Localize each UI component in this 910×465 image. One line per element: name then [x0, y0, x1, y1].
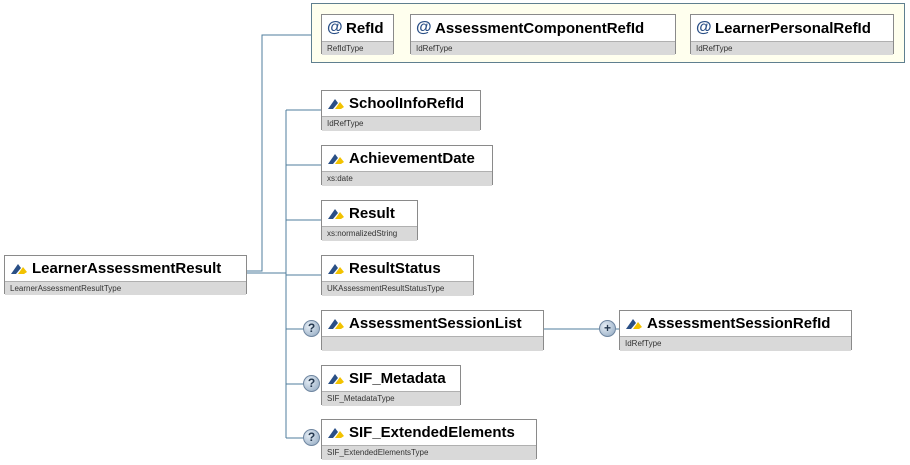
element-icon	[327, 151, 345, 167]
element-type: UKAssessmentResultStatusType	[322, 281, 473, 296]
element-result[interactable]: Result xs:normalizedString	[321, 200, 418, 241]
element-name: SIF_Metadata	[349, 370, 446, 387]
optional-badge: ?	[303, 320, 320, 337]
element-icon	[327, 371, 345, 387]
element-name: AssessmentSessionList	[349, 315, 522, 332]
element-icon	[327, 425, 345, 441]
element-type	[322, 336, 543, 351]
element-icon	[327, 316, 345, 332]
attribute-icon: @	[416, 19, 432, 36]
root-element-name: LearnerAssessmentResult	[32, 260, 222, 277]
attribute-type: RefIdType	[322, 41, 393, 55]
element-sif-extendedelements[interactable]: SIF_ExtendedElements SIF_ExtendedElement…	[321, 419, 537, 460]
root-element-node[interactable]: LearnerAssessmentResult LearnerAssessmen…	[4, 255, 247, 295]
element-name: SchoolInfoRefId	[349, 95, 464, 112]
attribute-name: AssessmentComponentRefId	[435, 19, 645, 37]
element-icon	[327, 96, 345, 112]
attribute-icon: @	[327, 19, 343, 36]
element-name: Result	[349, 205, 395, 222]
optional-badge: ?	[303, 375, 320, 392]
element-name: SIF_ExtendedElements	[349, 424, 515, 441]
element-type: SIF_ExtendedElementsType	[322, 445, 536, 460]
element-icon	[625, 316, 643, 332]
element-achievementdate[interactable]: AchievementDate xs:date	[321, 145, 493, 186]
element-type: SIF_MetadataType	[322, 391, 460, 406]
attribute-refid[interactable]: @RefId RefIdType	[321, 14, 394, 55]
attribute-icon: @	[696, 19, 712, 36]
attribute-type: IdRefType	[411, 41, 675, 55]
expand-badge[interactable]: +	[599, 320, 616, 337]
element-type: xs:normalizedString	[322, 226, 417, 241]
element-schoolinforefid[interactable]: SchoolInfoRefId IdRefType	[321, 90, 481, 131]
element-resultstatus[interactable]: ResultStatus UKAssessmentResultStatusTyp…	[321, 255, 474, 296]
element-sif-metadata[interactable]: SIF_Metadata SIF_MetadataType	[321, 365, 461, 406]
attribute-assessmentcomponentrefid[interactable]: @AssessmentComponentRefId IdRefType	[410, 14, 676, 55]
element-name: ResultStatus	[349, 260, 441, 277]
attribute-type: IdRefType	[691, 41, 893, 55]
attribute-name: RefId	[346, 19, 384, 37]
root-element-type: LearnerAssessmentResultType	[5, 281, 246, 295]
element-type: xs:date	[322, 171, 492, 186]
attribute-group: @RefId RefIdType @AssessmentComponentRef…	[311, 3, 905, 63]
attribute-learnerpersonalrefid[interactable]: @LearnerPersonalRefId IdRefType	[690, 14, 894, 55]
element-name: AssessmentSessionRefId	[647, 315, 831, 332]
element-type: IdRefType	[620, 336, 851, 351]
element-icon	[327, 206, 345, 222]
element-assessmentsessionrefid[interactable]: AssessmentSessionRefId IdRefType	[619, 310, 852, 351]
element-assessmentsessionlist[interactable]: AssessmentSessionList	[321, 310, 544, 351]
optional-badge: ?	[303, 429, 320, 446]
element-name: AchievementDate	[349, 150, 475, 167]
element-type: IdRefType	[322, 116, 480, 131]
element-icon	[10, 261, 28, 277]
element-icon	[327, 261, 345, 277]
attribute-name: LearnerPersonalRefId	[715, 19, 871, 37]
